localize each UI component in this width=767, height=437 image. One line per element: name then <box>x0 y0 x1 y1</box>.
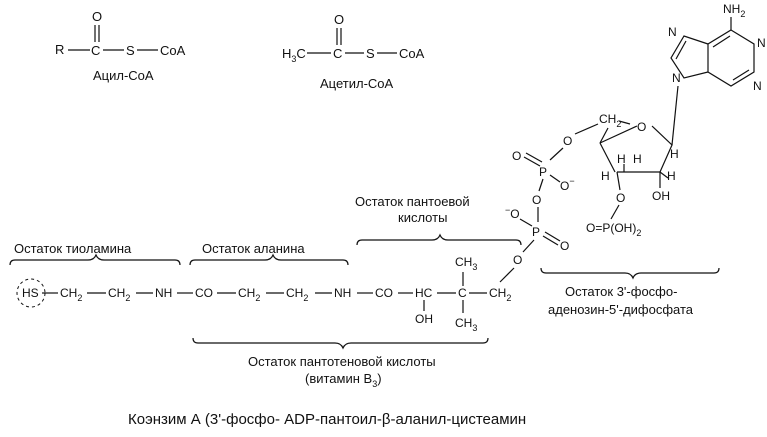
alpha-oxygen-minus: O− <box>560 176 575 193</box>
adenine-n7: N <box>668 25 677 39</box>
chain-quaternary-carbon: C <box>458 286 467 300</box>
chain-hydroxyl: OH <box>415 312 433 326</box>
chain-carbonyl-1: CO <box>195 286 213 300</box>
adenine-amino-group: NH2 <box>723 2 745 19</box>
bracket-adenosine <box>540 267 720 280</box>
acyl-carbonyl-oxygen: O <box>92 9 102 24</box>
diagram-caption: Коэнзим А (3'-фосфо- ADP-пантоил-β-алани… <box>128 411 526 428</box>
thiol-group: HS <box>22 286 39 300</box>
beta-oxygen-minus: −O <box>505 205 520 221</box>
ribose-ring-oxygen: O <box>637 120 646 134</box>
acyl-coa-name: Ацил-CoA <box>93 68 154 83</box>
acyl-carbon: C <box>91 43 100 58</box>
bracket-pantothenic-acid <box>192 337 489 350</box>
label-thiolamine-residue: Остаток тиоламина <box>14 241 132 256</box>
acyl-coa-group: CoA <box>160 43 186 58</box>
label-adenosine-residue-line1: Остаток 3'-фосфо- <box>565 284 677 299</box>
chain-ch2-2: CH2 <box>108 286 130 303</box>
label-alanine-residue: Остаток аланина <box>202 241 305 256</box>
chain-amide-nh-1: NH <box>155 286 172 300</box>
adenine-n9: N <box>672 71 681 85</box>
acetyl-carbonyl-oxygen: O <box>334 12 344 27</box>
acetyl-coa-group: CoA <box>399 46 425 61</box>
phosphate-5-oxygen: O <box>563 134 572 148</box>
ribose-ring: CH2 O H H H H H OH O O=P(OH)2 <box>586 112 679 238</box>
ribose-3-phosphate: O=P(OH)2 <box>586 221 641 238</box>
chain-ch2-3: CH2 <box>238 286 260 303</box>
chain-methyl-down: CH3 <box>455 316 477 333</box>
acetyl-methyl: H3C <box>282 46 306 64</box>
bridging-oxygen: O <box>532 193 541 207</box>
adenine-n1: N <box>757 36 766 50</box>
acyl-coa-formula: R C O S CoA Ацил-CoA <box>55 9 186 83</box>
chain-ch2-5: CH2 <box>489 286 511 303</box>
beta-phosphorus: P <box>532 225 540 239</box>
acetyl-coa-name: Ацетил-CoA <box>320 76 394 91</box>
chain-methyl-up: CH3 <box>455 255 477 272</box>
bracket-alanine <box>189 253 349 266</box>
chain-carbonyl-2: CO <box>375 286 393 300</box>
bracket-pantoic-acid <box>356 233 522 246</box>
alpha-phosphorus: P <box>539 165 547 179</box>
ribose-h4: H <box>601 169 610 183</box>
adenine-ring: NH2 N N N N <box>668 2 766 146</box>
ribose-3-oxygen: O <box>616 191 625 205</box>
ribose-h3: H <box>617 152 626 166</box>
ribose-h1: H <box>670 147 679 161</box>
alpha-double-oxygen: O <box>512 149 521 163</box>
ribose-5-carbon: CH2 <box>599 112 621 129</box>
acyl-r-group: R <box>55 42 64 57</box>
label-pantoic-residue-line2: кислоты <box>398 210 447 225</box>
pantetheine-chain: HS CH2 CH2 NH CO CH2 CH2 NH CO HC OH C C… <box>16 255 511 333</box>
label-pantoic-residue-line1: Остаток пантоевой <box>355 194 470 209</box>
label-pantothenic-residue-line2: (витамин B3) <box>305 371 382 389</box>
chain-amide-nh-2: NH <box>334 286 351 300</box>
acyl-sulfur: S <box>126 43 135 58</box>
label-pantothenic-residue-line1: Остаток пантотеновой кислоты <box>248 354 436 369</box>
acetyl-sulfur: S <box>366 46 375 61</box>
pyrophosphate: O P O O− O P −O O O <box>499 123 599 283</box>
chain-hydroxy-carbon: HC <box>415 286 433 300</box>
acetyl-carbon: C <box>333 46 342 61</box>
label-adenosine-residue-line2: аденозин-5'-дифосфата <box>548 302 694 317</box>
pantetheine-oxygen: O <box>513 253 522 267</box>
ribose-2-hydroxyl: OH <box>652 189 670 203</box>
chain-ch2-4: CH2 <box>286 286 308 303</box>
acetyl-coa-formula: H3C C O S CoA Ацетил-CoA <box>282 12 425 91</box>
chain-ch2-1: CH2 <box>60 286 82 303</box>
beta-double-oxygen: O <box>560 239 569 253</box>
ribose-h2: H <box>633 152 642 166</box>
bracket-thiolamine <box>9 253 181 266</box>
ribose-h-extra: H <box>667 169 676 183</box>
adenine-n3: N <box>753 79 762 93</box>
